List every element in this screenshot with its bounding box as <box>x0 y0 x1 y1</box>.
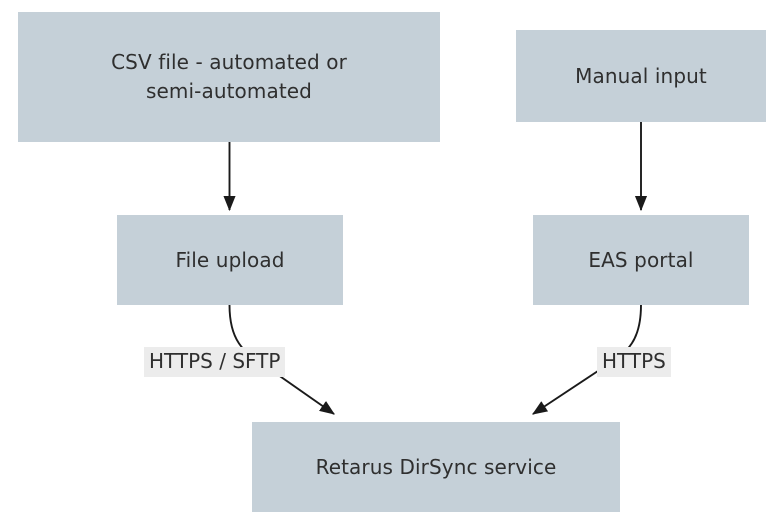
node-retarus-dirsync-service[interactable]: Retarus DirSync service <box>252 422 620 512</box>
edge-label-https-sftp: HTTPS / SFTP <box>144 347 286 377</box>
node-retarus-dirsync-service-label: Retarus DirSync service <box>315 454 557 479</box>
edge-label-https: HTTPS <box>597 347 671 377</box>
node-file-upload-label: File upload <box>175 247 285 272</box>
node-eas-portal[interactable]: EAS portal <box>533 215 749 305</box>
node-eas-portal-label: EAS portal <box>588 247 694 272</box>
node-file-upload[interactable]: File upload <box>117 215 343 305</box>
node-csv-file-label: CSV file - automated or semi-automated <box>111 50 347 103</box>
node-manual-input-label: Manual input <box>575 63 707 88</box>
node-csv-file[interactable]: CSV file - automated or semi-automated <box>18 12 440 142</box>
node-manual-input[interactable]: Manual input <box>516 30 766 122</box>
